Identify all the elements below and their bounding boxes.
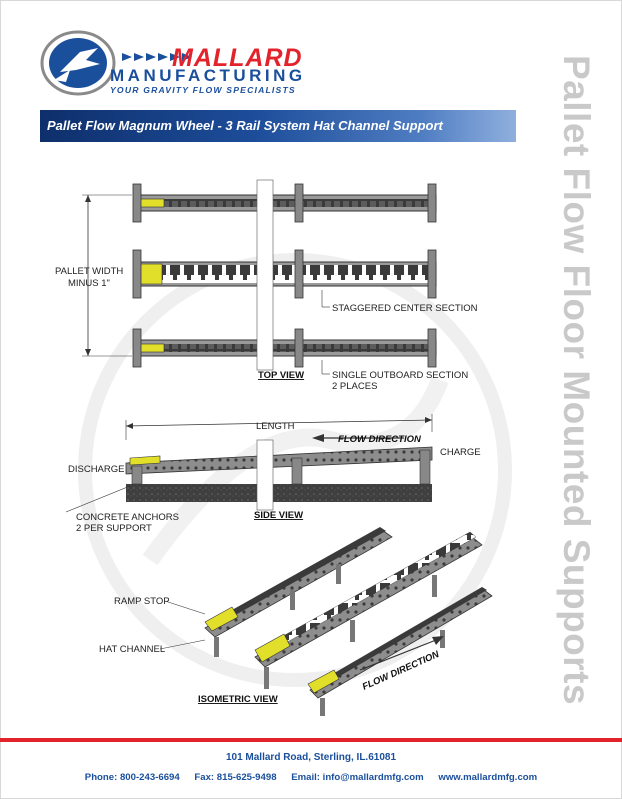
footer-contact: Phone: 800-243-6694 Fax: 815-625-9498 Em…: [0, 772, 622, 783]
label-concrete-anchors: CONCRETE ANCHORS: [76, 512, 179, 523]
footer-address: 101 Mallard Road, Sterling, IL.61081: [225, 752, 397, 763]
iso-rail-3: [307, 587, 493, 716]
footer-divider: [0, 738, 622, 742]
pallet-width-dimension: [82, 194, 132, 357]
top-view-break-band: [256, 179, 274, 371]
label-length: LENGTH: [256, 421, 295, 432]
label-single-outboard-places: 2 PLACES: [332, 381, 377, 392]
footer-phone: Phone: 800-243-6694: [84, 772, 180, 783]
label-pallet-width-minus: MINUS 1": [68, 278, 110, 289]
brand-name: MALLARD: [172, 44, 303, 72]
iso-rail-2: [254, 531, 483, 689]
side-view-drawing: [125, 414, 433, 511]
mallard-duck-icon: [40, 30, 116, 96]
label-ramp-stop: RAMP STOP: [114, 596, 170, 607]
top-view-rail-outboard-upper: [132, 183, 437, 223]
label-hat-channel: HAT CHANNEL: [99, 644, 165, 655]
brand-tagline: YOUR GRAVITY FLOW SPECIALISTS: [110, 85, 296, 95]
label-staggered-center: STAGGERED CENTER SECTION: [332, 303, 478, 314]
company-logo: [40, 30, 340, 100]
top-view-title: TOP VIEW: [258, 370, 304, 381]
label-discharge: DISCHARGE: [68, 464, 124, 475]
brand-subtitle: MANUFACTURING: [110, 66, 306, 85]
isometric-view-title: ISOMETRIC VIEW: [198, 694, 278, 705]
speed-arrows-icon: [122, 53, 192, 61]
footer-fax: Fax: 815-625-9498: [194, 772, 277, 783]
label-anchors-per-support: 2 PER SUPPORT: [76, 523, 152, 534]
isometric-view-drawing: [204, 527, 493, 716]
side-view-title: SIDE VIEW: [254, 510, 303, 521]
label-charge: CHARGE: [440, 447, 481, 458]
banner-title: Pallet Flow Magnum Wheel - 3 Rail System…: [47, 118, 443, 133]
label-single-outboard: SINGLE OUTBOARD SECTION: [332, 370, 468, 381]
iso-rail-1: [204, 527, 393, 657]
top-view-rail-outboard-lower: [132, 328, 437, 368]
label-side-flow-direction: FLOW DIRECTION: [338, 434, 422, 445]
top-view-rail-center: [132, 249, 437, 299]
footer-email[interactable]: Email: info@mallardmfg.com: [291, 772, 424, 783]
label-pallet-width: PALLET WIDTH: [55, 266, 123, 277]
footer-website[interactable]: www.mallardmfg.com: [438, 772, 538, 783]
title-banner: Pallet Flow Magnum Wheel - 3 Rail System…: [40, 110, 516, 142]
side-title: Pallet Flow Floor Mounted Supports: [548, 40, 604, 720]
side-title-text: Pallet Flow Floor Mounted Supports: [556, 54, 597, 706]
